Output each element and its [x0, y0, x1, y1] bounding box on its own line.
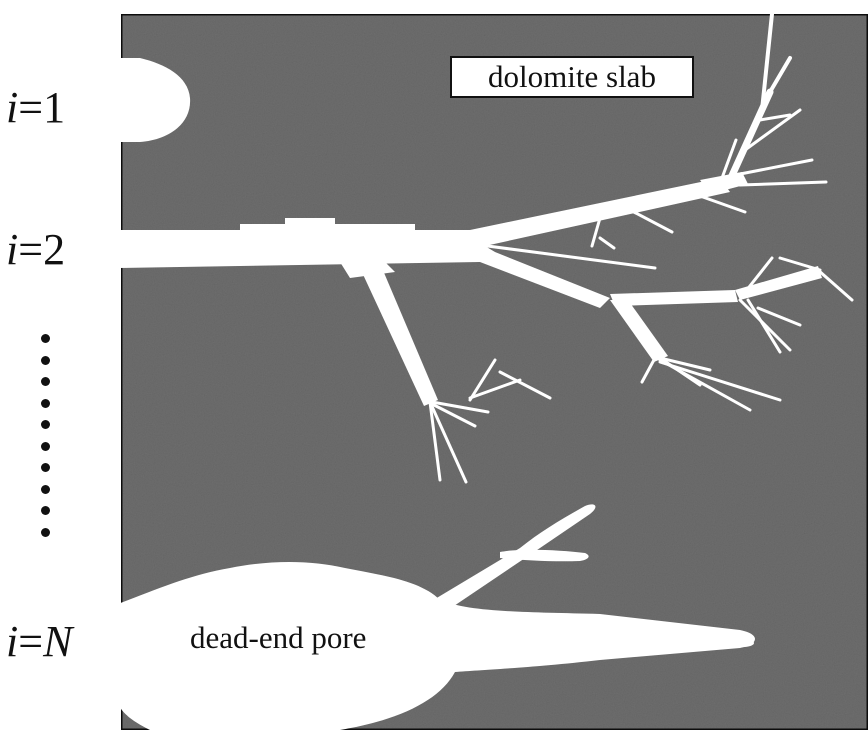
- row-label-first: i=1: [6, 86, 65, 130]
- ellipsis-dot: [41, 485, 50, 494]
- row-label-last-eq: =: [18, 617, 43, 666]
- row-label-last-index: N: [43, 617, 72, 666]
- row-label-second-index: 2: [43, 225, 65, 274]
- row-label-last-var: i: [6, 617, 18, 666]
- slab-label-box: dolomite slab: [450, 56, 694, 98]
- row-label-second: i=2: [6, 228, 65, 272]
- row-label-first-index: 1: [43, 83, 65, 132]
- ellipsis-dot: [41, 506, 50, 515]
- ellipsis-dot: [41, 528, 50, 537]
- ellipsis-dot: [41, 334, 50, 343]
- row-label-last: i=N: [6, 620, 72, 664]
- row-label-first-var: i: [6, 83, 18, 132]
- ellipsis-dot: [41, 420, 50, 429]
- ellipsis-dot: [41, 356, 50, 365]
- pore-label: dead-end pore: [190, 620, 366, 656]
- row-label-first-eq: =: [18, 83, 43, 132]
- ellipsis-dot: [41, 463, 50, 472]
- ellipsis-dot: [41, 399, 50, 408]
- row-label-second-var: i: [6, 225, 18, 274]
- ellipsis-dot: [41, 377, 50, 386]
- ellipsis-dot: [41, 442, 50, 451]
- row-label-second-eq: =: [18, 225, 43, 274]
- vertical-ellipsis: [36, 334, 56, 554]
